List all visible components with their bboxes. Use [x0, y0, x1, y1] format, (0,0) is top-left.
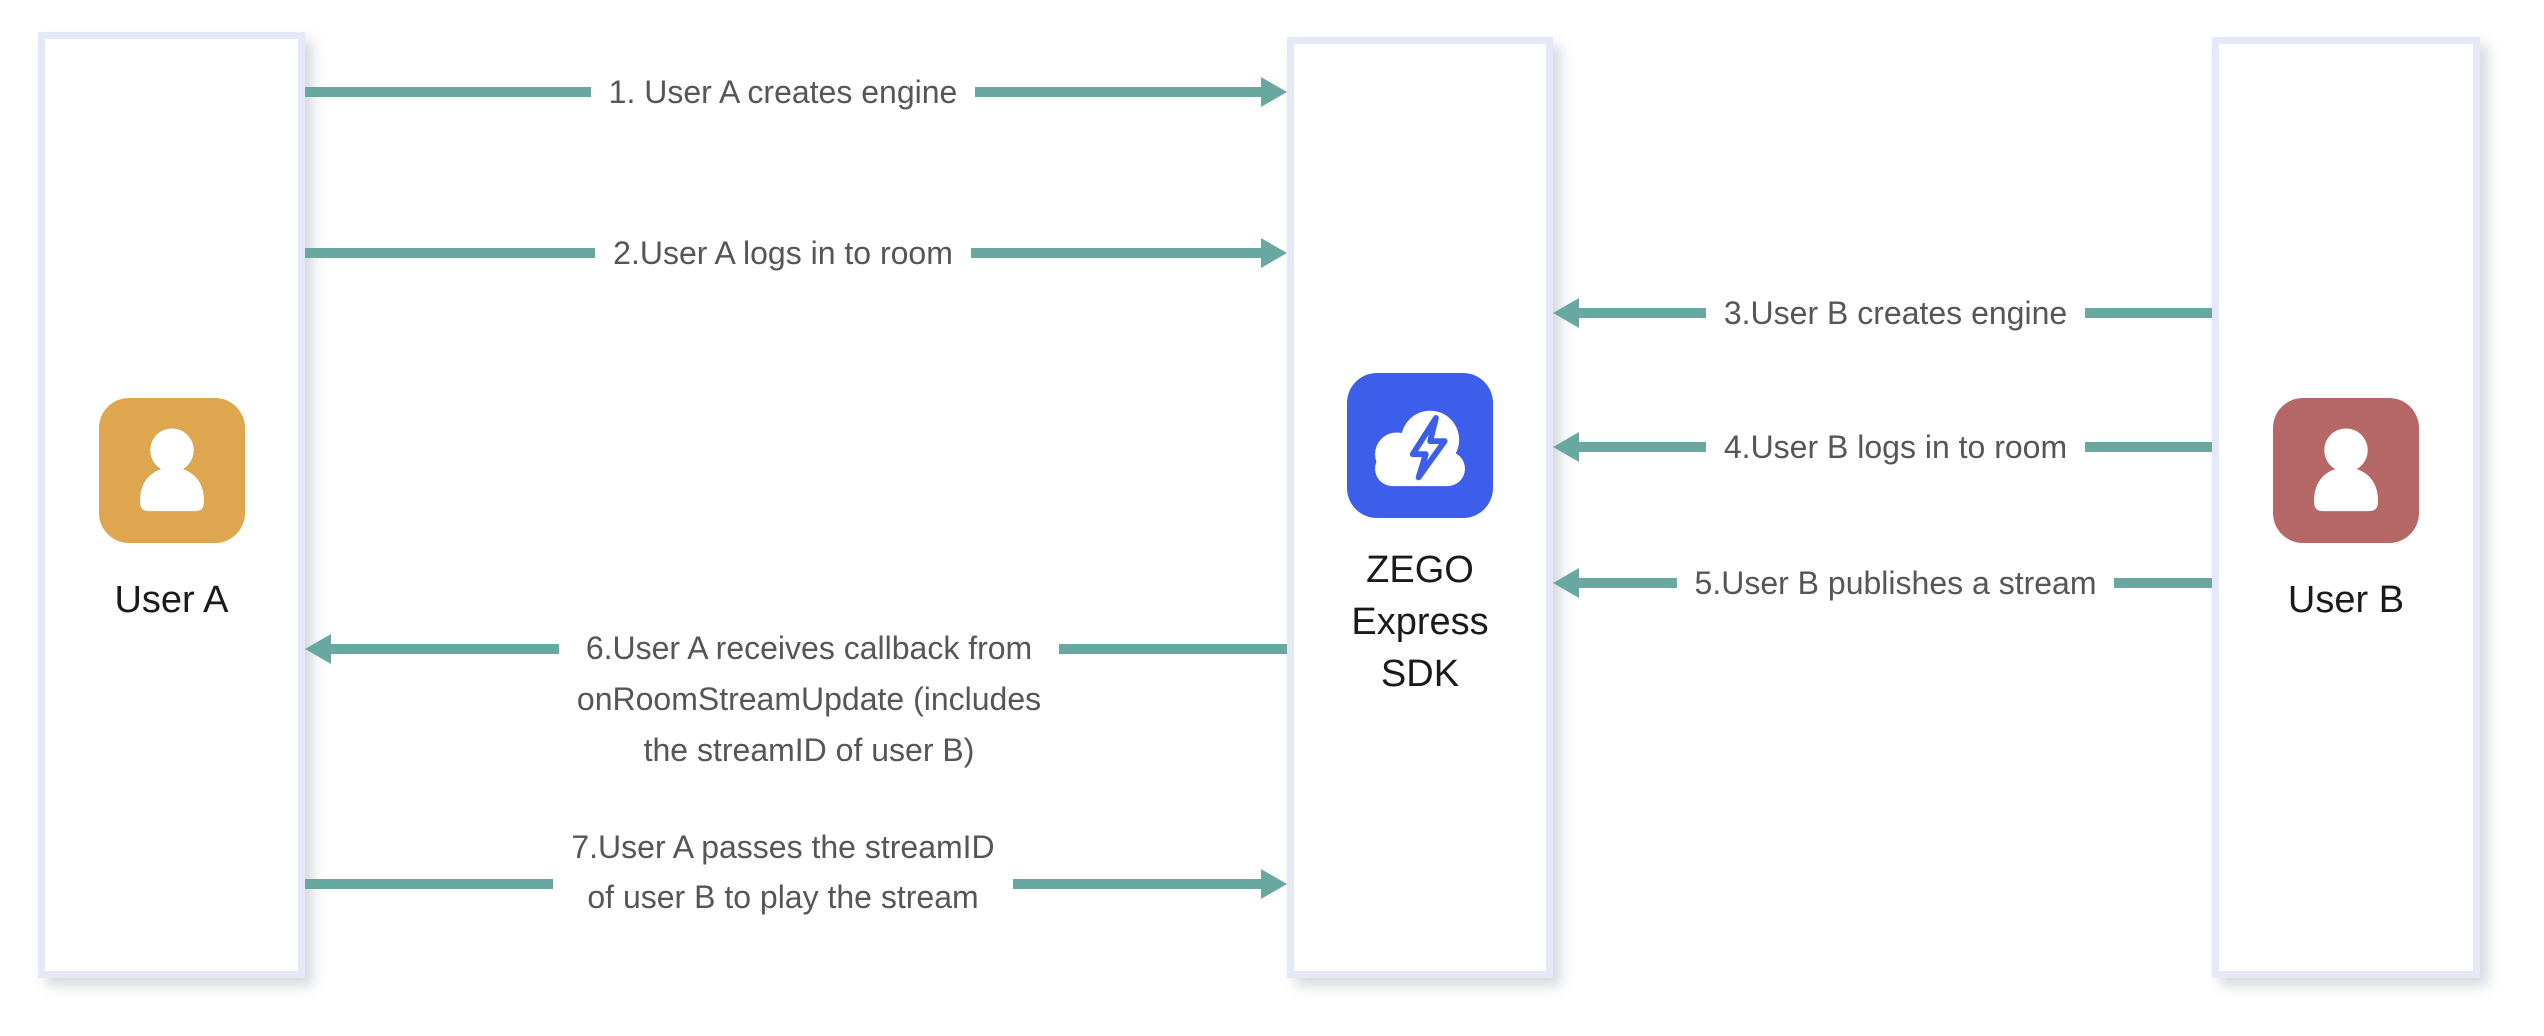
arrow-line [2085, 308, 2213, 318]
arrow-head-left-icon [1579, 308, 1706, 318]
arrow-head-right-icon [970, 248, 1261, 258]
message-arrow-1: 1. User A creates engine [305, 70, 1287, 114]
user-b-label: User B [2287, 579, 2405, 621]
actor-zego-express-sdk: ZEGO Express SDK [1287, 37, 1553, 978]
arrow-2-label: 2.User A logs in to room [613, 235, 953, 271]
person-icon [2314, 428, 2378, 512]
arrow-head-right-icon [975, 87, 1261, 97]
message-arrow-4: 4.User B logs in to room [1553, 425, 2212, 469]
sdk-badge [1347, 373, 1493, 518]
actor-user-b: User B [2212, 37, 2480, 978]
arrow-7-label: 7.User A passes the streamID of user B t… [571, 829, 995, 915]
arrow-line [2114, 578, 2213, 588]
arrow-line [305, 87, 591, 97]
arrow-line [2085, 442, 2212, 452]
arrow-5-label: 5.User B publishes a stream [1694, 565, 2097, 601]
arrow-6-label: 6.User A receives callback from onRoomSt… [576, 630, 1042, 768]
arrow-head-left-icon [1579, 442, 1706, 452]
user-a-label: User A [114, 579, 229, 621]
arrow-3-label: 3.User B creates engine [1723, 295, 2068, 331]
message-arrow-2: 2.User A logs in to room [305, 231, 1287, 275]
arrow-line [305, 879, 554, 889]
arrow-4-label: 4.User B logs in to room [1723, 429, 2068, 465]
arrow-head-left-icon [331, 644, 559, 654]
arrow-line [1059, 644, 1288, 654]
arrow-line [305, 248, 596, 258]
arrow-head-left-icon [1579, 578, 1677, 588]
arrow-head-right-icon [1012, 879, 1262, 889]
sdk-label: ZEGO Express SDK [1351, 549, 1489, 695]
cloud-lightning-icon [1375, 410, 1465, 487]
message-arrow-6: 6.User A receives callback from onRoomSt… [305, 623, 1288, 776]
user-b-avatar [2273, 398, 2419, 543]
user-a-avatar [98, 398, 245, 543]
message-arrow-5: 5.User B publishes a stream [1553, 561, 2213, 605]
person-icon [139, 428, 204, 512]
arrow-1-label: 1. User A creates engine [608, 74, 958, 110]
message-arrow-7: 7.User A passes the streamID of user B t… [305, 822, 1287, 922]
actor-user-a: User A [38, 32, 305, 978]
message-arrow-3: 3.User B creates engine [1553, 291, 2213, 335]
